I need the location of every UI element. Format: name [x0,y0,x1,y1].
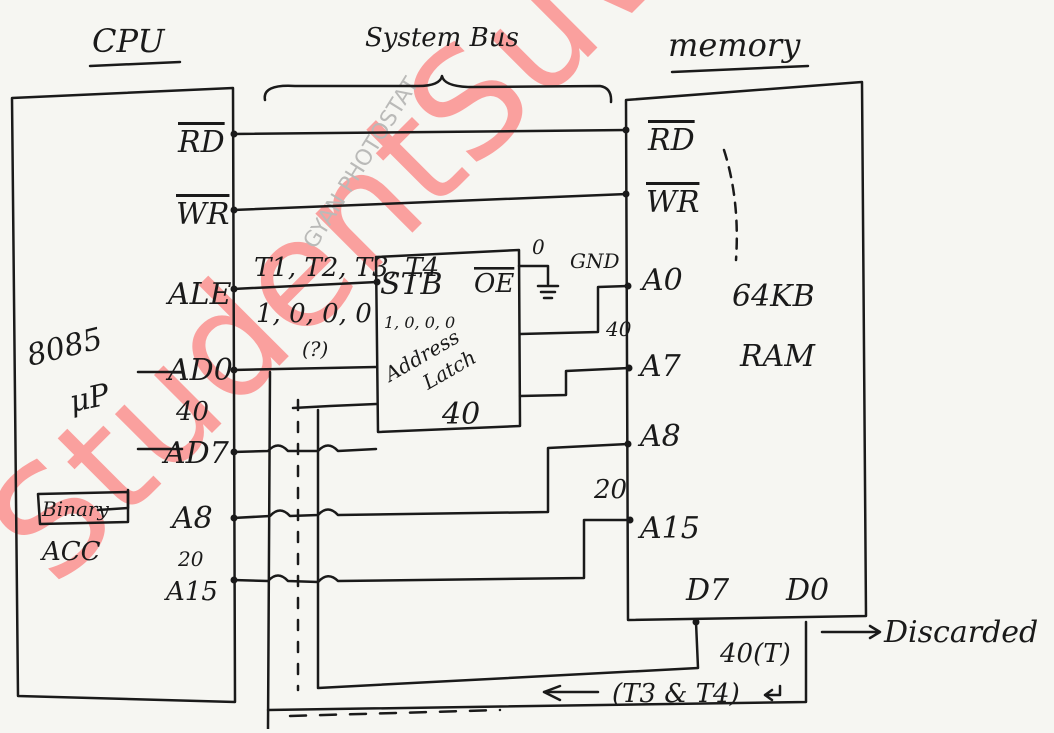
cpu-wr-label: WR [176,197,229,232]
cpu-ad0-label: AD0 [165,353,233,388]
discarded-label: Discarded [883,615,1038,650]
ad7-pin-dot [231,449,238,456]
memory-header: memory [668,26,801,64]
a15-pin-dot-cpu [231,577,238,584]
binary-label: Binary [41,497,109,521]
acc-label: ACC [40,537,101,567]
a15-bus-line [233,520,630,582]
a8-pin-dot-mem [625,441,632,448]
cpu-header: CPU [92,22,165,60]
system-bus-header: System Bus [365,23,519,53]
a8-pin-dot-cpu [231,515,238,522]
latch-stb-label: STB [380,267,443,302]
mem-d7-label: D7 [685,573,730,608]
cpu-ale-label: ALE [165,277,232,312]
mem-data-count: 40(T) [719,639,791,669]
latch-count: 40 [441,397,480,432]
cpu-count-high: 20 [177,547,204,571]
ale-values: 1, 0, 0, 0 [256,299,372,329]
cpu-count-low: 40 [175,397,209,427]
cpu-ad7-label: AD7 [161,436,230,471]
mem-wr-label: WR [646,185,699,220]
mem-a8-label: A8 [637,419,681,454]
mem-count-high: 20 [593,475,627,505]
mem-a0-label: A0 [639,263,683,298]
wr-pin-dot-cpu [231,207,238,214]
a15-pin-dot-mem [627,517,634,524]
ground-symbol [538,286,558,298]
cpu-underline [90,62,180,66]
ad-branch-line [293,404,376,408]
wr-pin-dot-mem [623,191,630,198]
rd-pin-dot-cpu [231,131,238,138]
ad7-bus-line [233,446,376,453]
timing-note: (?) [302,337,328,361]
cpu-a8-label: A8 [169,501,213,536]
return-states: (T3 & T4) [612,679,740,709]
a0-pin-dot [625,283,632,290]
mem-a15-label: A15 [637,511,700,546]
oe-level: 0 [532,235,545,259]
bus-dashed-lower [290,710,500,716]
mem-d0-label: D0 [785,573,829,608]
cpu-rd-label: RD [177,125,225,160]
latch-a7-line [520,368,629,396]
memory-underline [672,66,808,72]
mem-size: 64KB [732,279,815,314]
t34-arrow [765,686,780,700]
memory-addr-brace [724,150,737,260]
latch-oe-label: OE [474,269,514,299]
mem-type: RAM [739,339,816,374]
a7-pin-dot [626,365,633,372]
a8-bus-line [233,444,628,518]
gnd-label: GND [570,249,620,273]
d7-pin-dot [693,619,700,626]
discarded-arrow [822,626,880,638]
cpu-a15-label: A15 [164,577,218,607]
oe-ground-line [519,266,548,284]
rd-pin-dot-mem [623,127,630,134]
mem-rd-label: RD [647,123,695,158]
mem-a7-label: A7 [637,349,682,384]
mem-count-low: 40 [605,317,632,341]
ale-pin-dot [231,286,238,293]
